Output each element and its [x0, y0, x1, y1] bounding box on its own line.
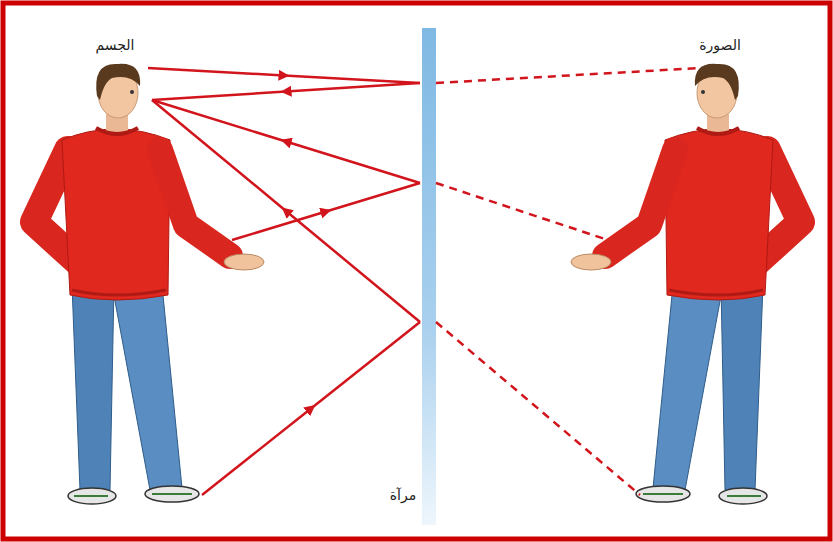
virtual-rays	[436, 68, 700, 495]
part-label: مرآة	[390, 487, 416, 503]
object-person	[34, 64, 264, 504]
light-rays	[148, 68, 420, 495]
part-label: الجسم	[96, 37, 135, 53]
image-person	[571, 64, 801, 504]
frame	[3, 3, 830, 539]
mirror	[422, 28, 436, 525]
part-label: الصورة	[699, 37, 741, 53]
